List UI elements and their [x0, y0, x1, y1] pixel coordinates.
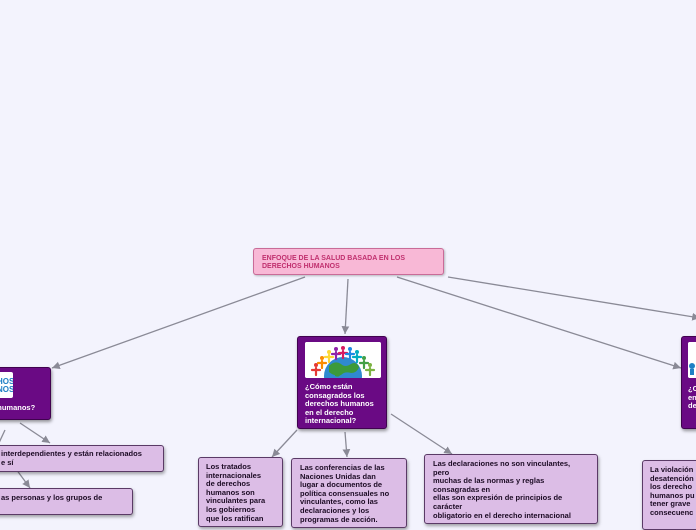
root-title: ENFOQUE DE LA SALUD BASADA EN LOS DERECH… — [262, 255, 405, 270]
globe-people-icon — [305, 342, 381, 378]
question-left-text: s humanos? — [0, 403, 36, 412]
leaf-left-1[interactable]: interdependientes y están relacionados e… — [0, 445, 164, 472]
rights-image-icon — [688, 342, 696, 378]
leaf-center-2[interactable]: Las conferencias de las Naciones Unidas … — [291, 458, 407, 528]
root-node[interactable]: ENFOQUE DE LA SALUD BASADA EN LOS DERECH… — [253, 248, 444, 275]
edge-root-left — [51, 276, 306, 370]
question-node-left[interactable]: HOS NOS s humanos? — [0, 367, 51, 420]
edge-left-leaf2 — [15, 468, 31, 489]
edge-root-center — [341, 278, 350, 335]
edge-center-leaf1 — [271, 429, 298, 458]
leaf-center-3[interactable]: Las declaraciones no son vinculantes, pe… — [424, 454, 598, 524]
edge-center-leaf3 — [390, 413, 453, 455]
human-rights-logo-icon: HOS NOS — [0, 372, 13, 398]
question-center-text: ¿Cómo están consagrados los derechos hum… — [305, 382, 374, 426]
edge-root-right-2 — [447, 276, 696, 321]
edge-center-leaf2 — [342, 431, 351, 458]
question-node-right[interactable]: ¿C en de — [681, 336, 696, 429]
leaf-center-1[interactable]: Los tratados internacionales de derechos… — [198, 457, 283, 527]
edge-root-right-1 — [396, 276, 682, 370]
globe-people-graphic — [305, 342, 381, 378]
leaf-left-2[interactable]: as personas y los grupos de — [0, 488, 133, 515]
edge-left-leaf1 — [19, 422, 51, 444]
question-right-text: ¿C en de — [688, 384, 696, 411]
question-node-center[interactable]: ¿Cómo están consagrados los derechos hum… — [297, 336, 387, 429]
